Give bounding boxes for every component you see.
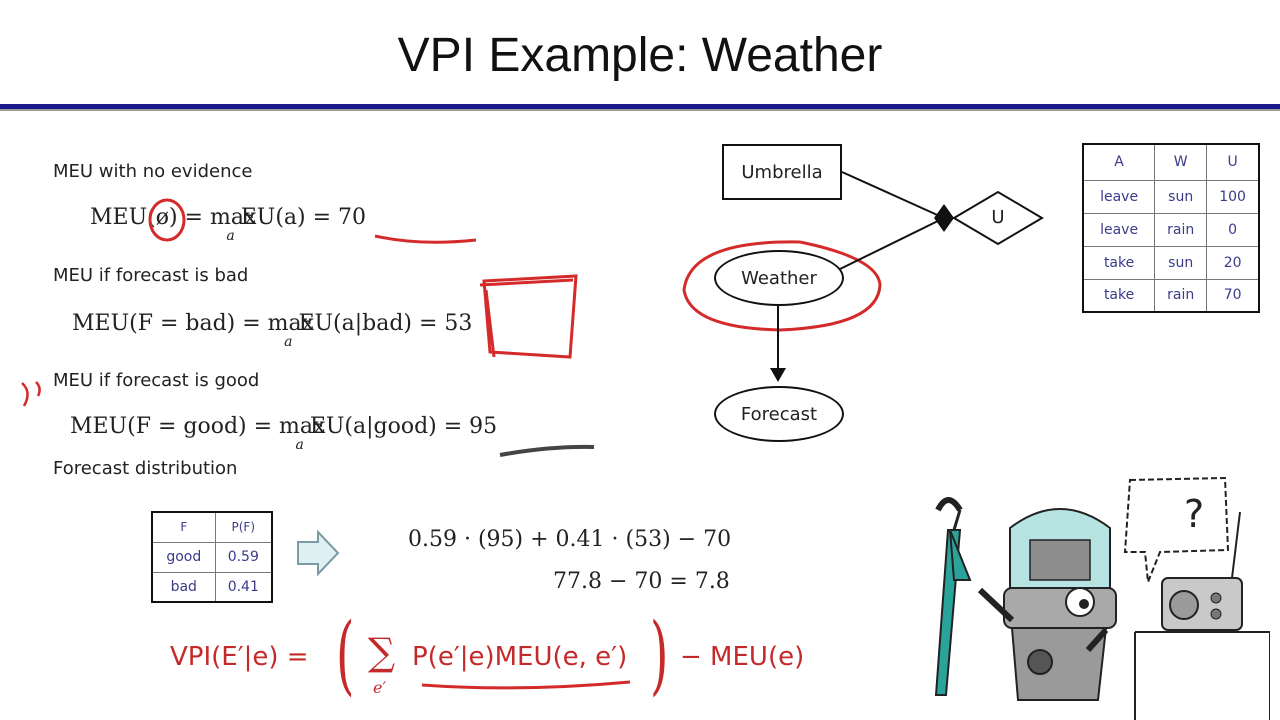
label-no-evidence: MEU with no evidence: [53, 161, 253, 182]
eq2-right: EU(a|bad) = 53: [298, 311, 473, 336]
eq1-right: EU(a) = 70: [240, 205, 367, 230]
utility-table-cell: leave: [1082, 179, 1156, 214]
eq1-left: MEU(: [90, 205, 156, 230]
annotation-box-53: [479, 274, 578, 359]
utility-table-cell: sun: [1154, 245, 1208, 280]
eq2-left: MEU(F = bad) = max: [72, 311, 315, 336]
eq3-sub: a: [295, 437, 304, 453]
utility-table-cell: 70: [1206, 278, 1260, 313]
equation-meu-no-evidence: MEU(ø) = maxaEU(a) = 70: [90, 205, 367, 244]
title-divider-shadow: [0, 109, 1280, 111]
radio-icon: [1161, 511, 1243, 631]
forecast-table-cell: bad: [151, 571, 216, 603]
node-utility-label: U: [991, 207, 1005, 228]
utility-table-cell: take: [1082, 245, 1156, 280]
vpi-sum: ∑: [368, 630, 396, 674]
label-forecast-distribution: Forecast distribution: [53, 458, 238, 479]
table-icon: [1134, 631, 1270, 720]
utility-table-cell: rain: [1154, 212, 1208, 247]
robot-with-radio-illustration: [934, 476, 1270, 720]
left-paren-icon: (: [336, 605, 355, 705]
node-forecast: Forecast: [714, 386, 844, 442]
annotation-circle-phi: [148, 198, 186, 242]
utility-table-cell: 100: [1206, 179, 1260, 214]
right-paren-icon: ): [650, 605, 669, 705]
utility-table-header-u: U: [1206, 143, 1260, 181]
edge-umbrella-to-u: [841, 171, 945, 219]
thought-bubble-icon: [1123, 476, 1230, 583]
annotation-circle-weather: [682, 240, 882, 332]
arrowhead-u-icon: [934, 204, 954, 232]
forecast-table-header-f: F: [151, 511, 216, 543]
utility-table-cell: take: [1082, 278, 1156, 313]
utility-table-cell: 20: [1206, 245, 1260, 280]
eq2-sub: a: [284, 334, 293, 350]
forecast-distribution-table: F P(F) good 0.59 bad 0.41: [151, 511, 273, 603]
eq1-sub: a: [226, 228, 235, 244]
eq1-phi: ø: [155, 205, 169, 230]
utility-table-cell: rain: [1154, 278, 1208, 313]
node-umbrella: Umbrella: [722, 144, 842, 200]
vpi-formula-inner: P(e′|e)MEU(e, e′): [412, 642, 628, 672]
title-divider: [0, 104, 1280, 109]
equation-meu-bad: MEU(F = bad) = maxa EU(a|bad) = 53: [72, 311, 473, 350]
slide-title: VPI Example: Weather: [397, 29, 883, 82]
calculation-line-1: 0.59 · (95) + 0.41 · (53) − 70: [408, 527, 732, 552]
arrowhead-forecast-icon: [770, 368, 786, 382]
right-arrow-icon: [297, 530, 340, 576]
annotation-underline-70: [374, 234, 477, 244]
annotation-mark-left: [21, 381, 41, 407]
utility-table-cell: leave: [1082, 212, 1156, 247]
vpi-formula-right: − MEU(e): [680, 642, 805, 672]
eq3-left: MEU(F = good) = max: [70, 414, 326, 439]
utility-table-cell: sun: [1154, 179, 1208, 214]
utility-node-diamond: [952, 190, 1044, 246]
utility-table-header-w: W: [1154, 143, 1208, 181]
label-forecast-bad: MEU if forecast is bad: [53, 265, 249, 286]
node-weather: Weather: [714, 250, 844, 306]
robot-icon: [977, 508, 1117, 701]
utility-table-cell: 0: [1206, 212, 1260, 247]
utility-table: A W U leave sun 100 leave rain 0 take su…: [1082, 143, 1260, 313]
vpi-formula-left: VPI(E′|e) =: [170, 642, 309, 672]
calculation-line-2: 77.8 − 70 = 7.8: [553, 569, 730, 594]
vpi-sum-sub: e′: [373, 678, 387, 697]
label-forecast-good: MEU if forecast is good: [53, 370, 260, 391]
forecast-table-cell: 0.41: [214, 571, 273, 603]
forecast-table-cell: 0.59: [214, 541, 273, 573]
umbrella-icon: [934, 497, 972, 696]
edge-weather-to-u: [837, 217, 945, 271]
utility-table-header-a: A: [1082, 143, 1156, 181]
annotation-underline-vpi: [421, 680, 631, 690]
equation-meu-good: MEU(F = good) = maxa EU(a|good) = 95: [70, 414, 498, 453]
question-mark-icon: ?: [1184, 492, 1205, 536]
eq3-right: EU(a|good) = 95: [309, 414, 498, 439]
annotation-underline-95: [499, 444, 595, 457]
